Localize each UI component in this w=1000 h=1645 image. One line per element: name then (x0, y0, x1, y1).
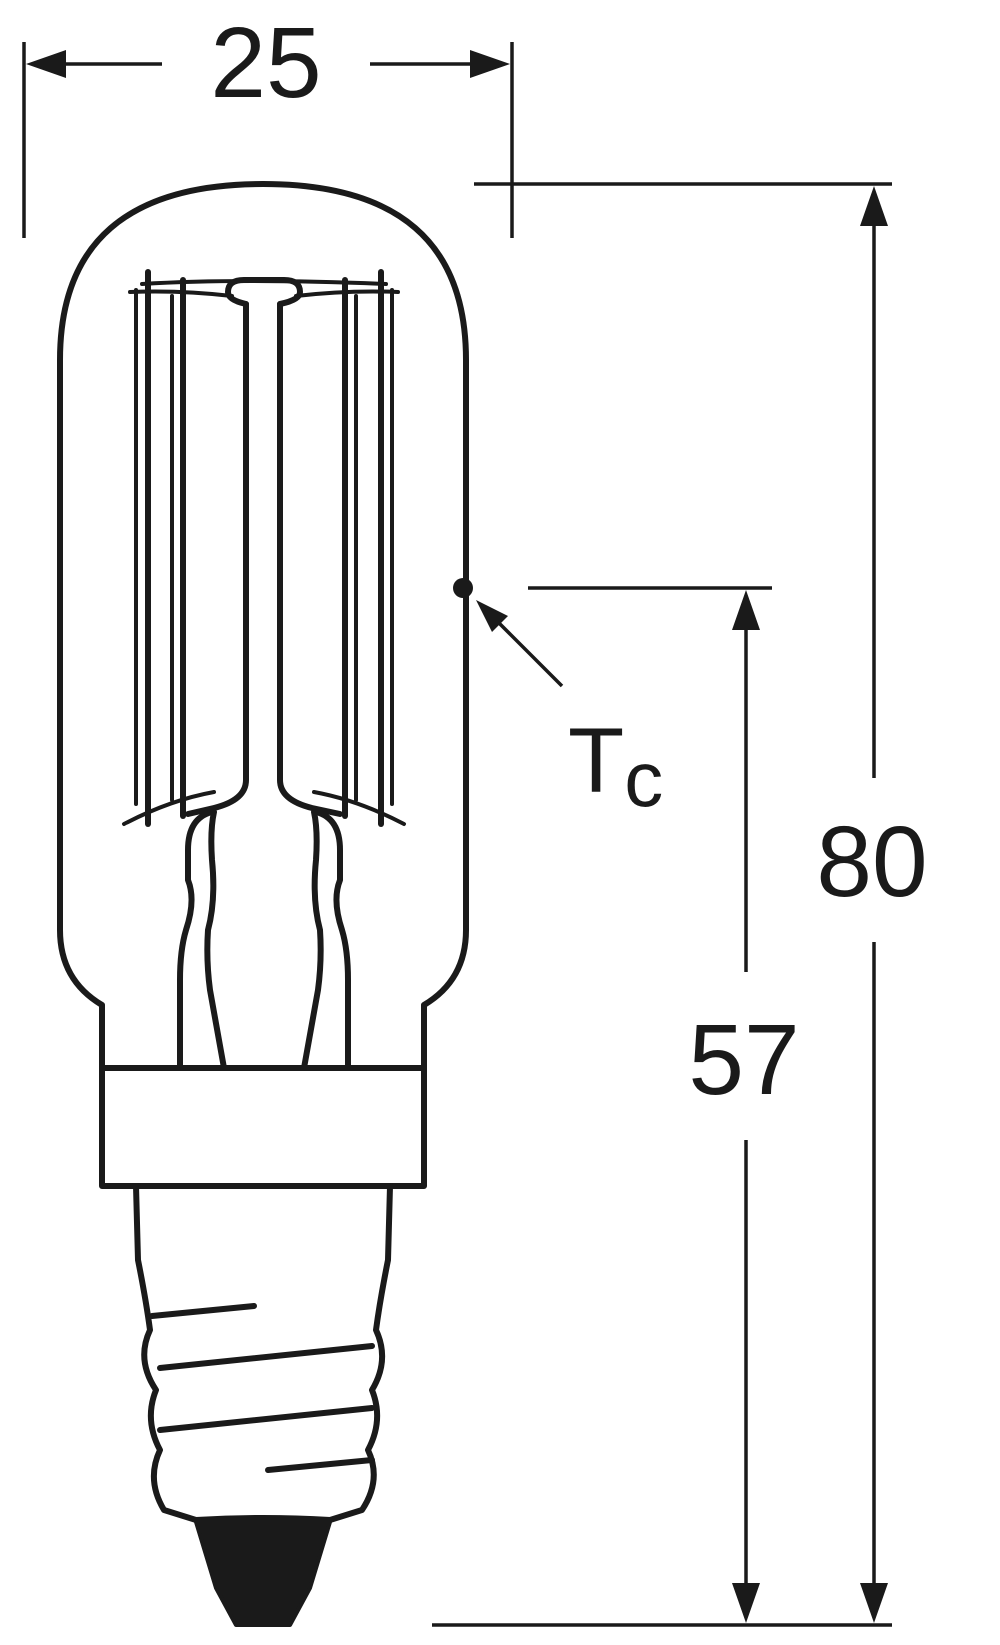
width-dimension-label: 25 (210, 7, 321, 119)
tc-leader-arrow (476, 600, 508, 632)
screw-thread-2 (157, 1343, 375, 1371)
total-height-dimension: 80 (432, 182, 928, 1627)
tc-point-callout: Tc (453, 578, 663, 823)
top-support-wire-right (294, 289, 400, 298)
lead-wire-left-outer (177, 809, 215, 1071)
total-height-arrow-bottom (860, 1583, 888, 1623)
tc-leader-line (494, 618, 564, 688)
screw-thread-4 (265, 1457, 375, 1473)
bottom-support-wire-left (122, 790, 216, 826)
filament-assembly (122, 269, 406, 1071)
base-collar (99, 1065, 427, 1189)
stem-top-loop (225, 277, 303, 307)
tc-height-arrow-top (732, 590, 760, 630)
lead-wire-left-inner (204, 809, 227, 1071)
width-arrow-right (470, 50, 510, 78)
width-dimension: 25 (22, 7, 514, 238)
central-stem (185, 301, 343, 817)
tc-label: Tc (568, 710, 663, 823)
tc-label-subscript: c (624, 735, 663, 823)
lead-wire-right-inner (301, 809, 324, 1071)
screw-body-outline (133, 1183, 393, 1523)
screw-thread-1 (149, 1303, 257, 1319)
bottom-support-wire-right (312, 790, 406, 826)
screw-thread-3 (157, 1405, 375, 1433)
total-height-arrow-top (860, 186, 888, 226)
tc-label-main: T (568, 710, 624, 812)
tc-height-dimension: 57 (528, 586, 800, 1623)
tc-height-label: 57 (688, 1004, 799, 1116)
width-arrow-left (26, 50, 66, 78)
top-support-wire-left (128, 289, 234, 298)
glass-envelope (57, 181, 469, 1071)
base-contact-tip (194, 1517, 332, 1627)
lead-wire-right-outer (313, 809, 351, 1071)
tc-height-arrow-bottom (732, 1583, 760, 1623)
total-height-label: 80 (816, 806, 927, 918)
screw-base (133, 1183, 393, 1627)
